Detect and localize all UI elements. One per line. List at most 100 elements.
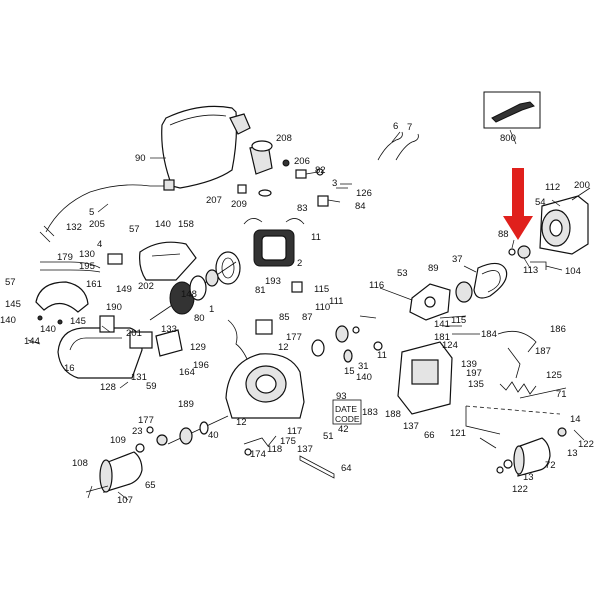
callout-64[interactable]: 64 bbox=[341, 463, 352, 474]
brushes-part[interactable] bbox=[377, 131, 419, 161]
switch-assembly-part[interactable] bbox=[397, 315, 480, 415]
callout-6[interactable]: 6 bbox=[393, 121, 398, 132]
armature-part[interactable] bbox=[149, 261, 237, 321]
callout-108[interactable]: 108 bbox=[72, 458, 88, 469]
callout-200[interactable]: 200 bbox=[574, 180, 590, 191]
callout-129[interactable]: 129 bbox=[190, 342, 206, 353]
callout-201[interactable]: 201 bbox=[126, 328, 142, 339]
callout-42[interactable]: 42 bbox=[338, 424, 349, 435]
motor-housing-part[interactable] bbox=[225, 353, 305, 419]
small-gear-parts[interactable] bbox=[508, 245, 547, 270]
callout-115-top[interactable]: 115 bbox=[314, 284, 329, 295]
rod-part[interactable] bbox=[299, 455, 335, 479]
callout-16[interactable]: 16 bbox=[64, 363, 75, 374]
field-coil-part[interactable] bbox=[243, 218, 305, 267]
callout-195[interactable]: 195 bbox=[79, 261, 95, 272]
callout-37[interactable]: 37 bbox=[452, 254, 463, 265]
spindle-shaft-part[interactable] bbox=[167, 415, 229, 445]
spring-and-pin-part[interactable] bbox=[499, 381, 567, 399]
clip-part[interactable] bbox=[497, 330, 537, 379]
callout-122-right[interactable]: 122 bbox=[578, 439, 594, 450]
bag-connector-part[interactable] bbox=[249, 140, 273, 175]
callout-132[interactable]: 132 bbox=[66, 222, 82, 233]
callout-31[interactable]: 31 bbox=[358, 361, 369, 372]
callout-202[interactable]: 202 bbox=[138, 281, 154, 292]
callout-164[interactable]: 164 bbox=[179, 367, 195, 378]
callout-80[interactable]: 80 bbox=[194, 313, 205, 324]
callout-112[interactable]: 112 bbox=[545, 182, 560, 193]
callout-83[interactable]: 83 bbox=[297, 203, 308, 214]
callout-113[interactable]: 113 bbox=[523, 265, 538, 276]
callout-51[interactable]: 51 bbox=[323, 431, 334, 442]
callout-121[interactable]: 121 bbox=[450, 428, 466, 439]
callout-125[interactable]: 125 bbox=[546, 370, 562, 381]
callout-116[interactable]: 116 bbox=[369, 280, 384, 291]
callout-88[interactable]: 88 bbox=[498, 229, 509, 240]
callout-66[interactable]: 66 bbox=[424, 430, 435, 441]
callout-139[interactable]: 139 bbox=[461, 359, 477, 370]
callout-85[interactable]: 85 bbox=[279, 312, 290, 323]
callout-140-top[interactable]: 140 bbox=[155, 219, 171, 230]
callout-184[interactable]: 184 bbox=[481, 329, 497, 340]
front-roller-part[interactable] bbox=[85, 451, 143, 493]
callout-177-low[interactable]: 177 bbox=[138, 415, 154, 426]
baffle-ring-part[interactable] bbox=[215, 251, 241, 285]
lower-guard-part[interactable] bbox=[35, 281, 89, 325]
callout-208[interactable]: 208 bbox=[276, 133, 292, 144]
callout-117[interactable]: 117 bbox=[287, 426, 302, 437]
callout-72[interactable]: 72 bbox=[545, 460, 556, 471]
inset-box-800[interactable] bbox=[483, 91, 541, 129]
front-roller-parts[interactable] bbox=[135, 426, 168, 453]
callout-158[interactable]: 158 bbox=[178, 219, 194, 230]
shaft-gears-part[interactable] bbox=[311, 315, 383, 363]
callout-140-right[interactable]: 140 bbox=[356, 372, 372, 383]
rear-roller-part[interactable] bbox=[496, 427, 567, 477]
callout-141[interactable]: 141 bbox=[434, 319, 450, 330]
callout-40[interactable]: 40 bbox=[208, 430, 219, 441]
callout-140-mid[interactable]: 140 bbox=[40, 324, 56, 335]
callout-148[interactable]: 148 bbox=[181, 289, 197, 300]
callout-124[interactable]: 124 bbox=[442, 340, 458, 351]
cable-clamp-part[interactable] bbox=[40, 253, 123, 273]
callout-111-top[interactable]: 111 bbox=[329, 296, 343, 307]
date-code-plate[interactable]: DATE CODE bbox=[332, 399, 362, 425]
callout-57-left[interactable]: 57 bbox=[5, 277, 16, 288]
callout-179[interactable]: 179 bbox=[57, 252, 73, 263]
callout-71[interactable]: 71 bbox=[556, 389, 567, 400]
callout-87[interactable]: 87 bbox=[302, 312, 313, 323]
callout-189[interactable]: 189 bbox=[178, 399, 194, 410]
callout-84[interactable]: 84 bbox=[355, 201, 366, 212]
callout-800[interactable]: 800 bbox=[500, 133, 516, 144]
callout-1[interactable]: 1 bbox=[209, 304, 214, 315]
callout-175[interactable]: 175 bbox=[280, 436, 296, 447]
callout-3[interactable]: 3 bbox=[332, 178, 337, 189]
switch-handle-part[interactable] bbox=[139, 241, 197, 281]
callout-81[interactable]: 81 bbox=[255, 285, 266, 296]
callout-54[interactable]: 54 bbox=[535, 197, 546, 208]
callout-59[interactable]: 59 bbox=[146, 381, 157, 392]
base-plate-part[interactable] bbox=[465, 405, 561, 449]
callout-130[interactable]: 130 bbox=[79, 249, 95, 260]
callout-15[interactable]: 15 bbox=[344, 366, 355, 377]
gear-housing-part[interactable] bbox=[539, 187, 591, 255]
callout-65[interactable]: 65 bbox=[145, 480, 156, 491]
callout-122-low[interactable]: 122 bbox=[512, 484, 528, 495]
callout-89[interactable]: 89 bbox=[428, 263, 439, 274]
belt-and-pulley-part[interactable] bbox=[455, 262, 508, 303]
power-cord-part[interactable] bbox=[39, 179, 175, 243]
callout-53[interactable]: 53 bbox=[397, 268, 408, 279]
callout-196[interactable]: 196 bbox=[193, 360, 209, 371]
callout-12-low[interactable]: 12 bbox=[236, 417, 247, 428]
callout-183[interactable]: 183 bbox=[362, 407, 378, 418]
callout-128[interactable]: 128 bbox=[100, 382, 116, 393]
screws-group-top[interactable] bbox=[237, 159, 352, 207]
callout-186[interactable]: 186 bbox=[550, 324, 566, 335]
callout-115-right[interactable]: 115 bbox=[451, 315, 466, 326]
callout-4[interactable]: 4 bbox=[97, 239, 102, 250]
callout-11-mid[interactable]: 11 bbox=[377, 350, 387, 361]
callout-13-right[interactable]: 13 bbox=[567, 448, 578, 459]
callout-181[interactable]: 181 bbox=[434, 332, 450, 343]
callout-135[interactable]: 135 bbox=[468, 379, 484, 390]
callout-57-top[interactable]: 57 bbox=[129, 224, 140, 235]
callout-145-left[interactable]: 145 bbox=[5, 299, 21, 310]
